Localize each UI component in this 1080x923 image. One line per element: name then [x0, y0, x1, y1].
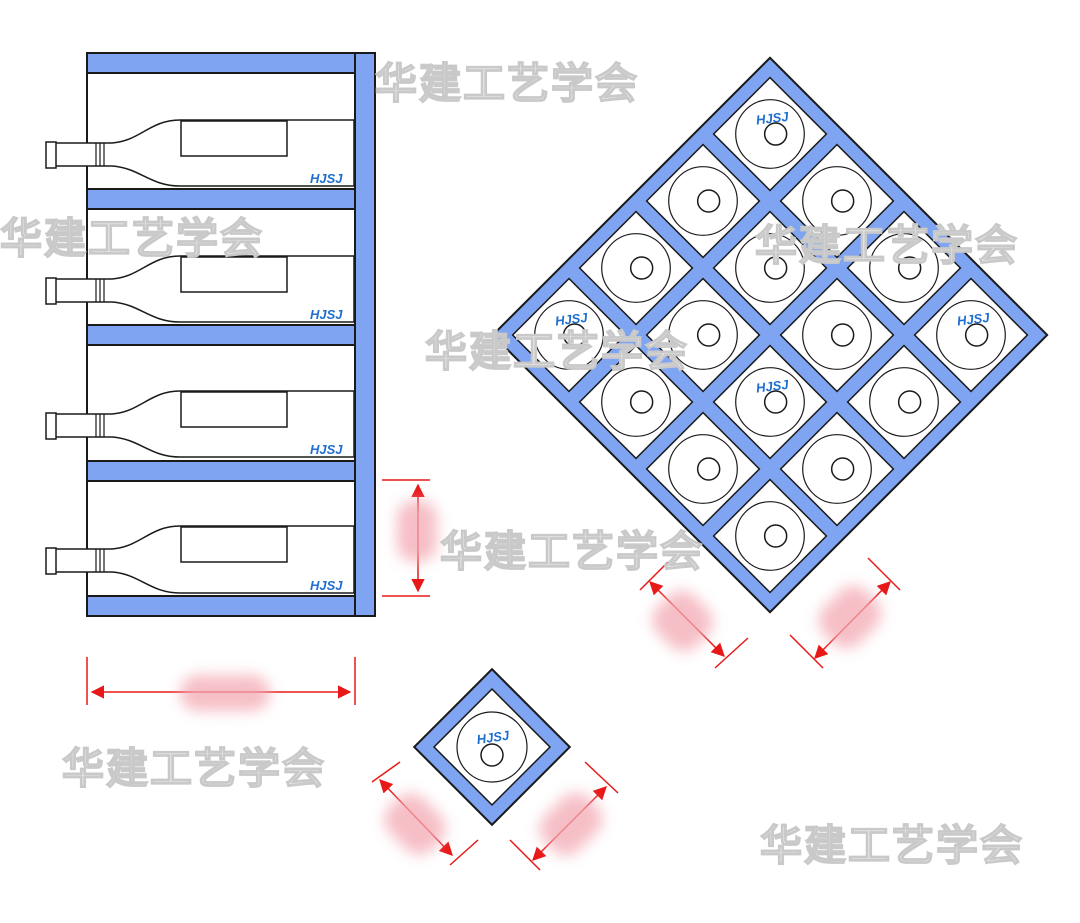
- bottle-punt-circle: [830, 457, 855, 481]
- rack-shelf: [86, 460, 356, 482]
- wine-bottle-side: HJSJ: [45, 525, 355, 594]
- watermark: 华建工艺学会: [374, 58, 640, 109]
- bottle-punt-circle: [696, 323, 721, 347]
- side-elevation: HJSJ HJSJ HJSJ: [45, 52, 430, 705]
- hjsj-logo: HJSJ: [476, 728, 511, 747]
- watermark: 华建工艺学会: [754, 220, 1020, 271]
- rack-back-board: [354, 52, 376, 617]
- single-cell-bottle: HJSJ: [456, 711, 528, 783]
- blurred-dimension: [180, 675, 270, 711]
- hjsj-logo: HJSJ: [310, 442, 343, 457]
- bottle-punt-circle: [964, 323, 989, 347]
- bottle-punt-circle: [763, 524, 788, 548]
- bottle-punt-circle: [897, 256, 922, 280]
- watermark: 华建工艺学会: [759, 820, 1025, 871]
- hjsj-logo: HJSJ: [956, 310, 991, 329]
- watermark: 华建工艺学会: [61, 743, 327, 794]
- wine-bottle-side: HJSJ: [45, 255, 355, 323]
- diamond-grid-view: HJSJ HJSJ HJSJ HJSJ: [491, 56, 1049, 614]
- wine-bottle-side: HJSJ: [45, 390, 355, 458]
- grid-outer-frame: [491, 56, 1049, 614]
- watermark: 华建工艺学会: [424, 326, 690, 377]
- bottle-punt-circle: [562, 323, 587, 347]
- bottle-punt-circle: [763, 122, 788, 146]
- wine-bottle-side: HJSJ: [45, 119, 355, 187]
- bottle-punt-circle: [629, 390, 654, 414]
- hjsj-logo: HJSJ: [755, 377, 790, 396]
- bottle-punt-circle: [696, 189, 721, 213]
- hjsj-logo: HJSJ: [310, 578, 343, 593]
- bottle-punt-circle: [696, 457, 721, 481]
- rack-shelf: [86, 188, 356, 210]
- rack-shelf: [86, 595, 356, 617]
- hjsj-logo: HJSJ: [310, 307, 343, 322]
- hjsj-logo: HJSJ: [554, 310, 589, 329]
- hjsj-logo: HJSJ: [755, 109, 790, 128]
- bottle-punt-circle: [830, 323, 855, 347]
- blurred-dimension: [397, 500, 437, 562]
- watermark: 华建工艺学会: [0, 213, 265, 264]
- bottle-punt-circle: [897, 390, 922, 414]
- bottle-punt-circle: [629, 256, 654, 280]
- hjsj-logo: HJSJ: [310, 171, 343, 186]
- rack-shelf: [86, 52, 356, 74]
- bottle-punt-circle: [763, 256, 788, 280]
- rack-shelf: [86, 324, 356, 346]
- bottle-punt-circle: [830, 189, 855, 213]
- watermark: 华建工艺学会: [439, 526, 705, 577]
- bottle-punt-circle: [763, 390, 788, 414]
